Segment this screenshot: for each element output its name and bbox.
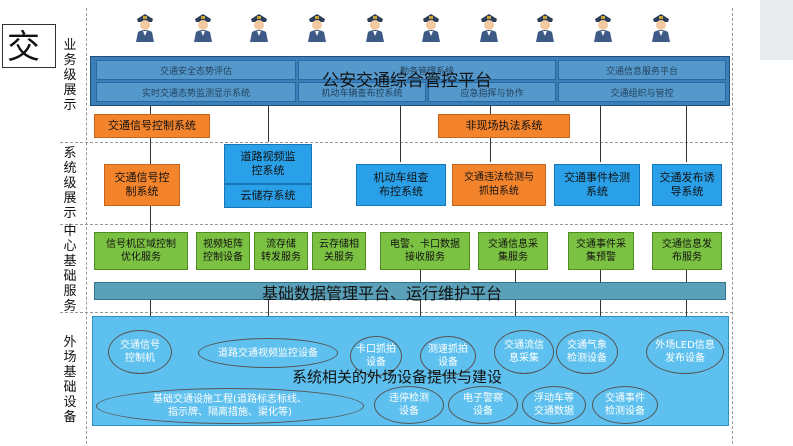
row-divider-3	[60, 312, 733, 313]
field-device: 测速抓拍 设备	[420, 336, 476, 376]
platform-cell: 交通安全态势评估	[96, 60, 296, 80]
row-label-center: 中心基础服务	[63, 224, 77, 314]
police-officer-icon	[248, 10, 270, 42]
field-device: 卡口抓拍 设备	[350, 336, 402, 376]
non-site-enforcement-system: 非现场执法系统	[438, 114, 570, 138]
police-officer-icon	[420, 10, 442, 42]
field-title: 系统相关的外场设备提供与建设	[292, 368, 503, 386]
platform-cell: 应急指挥与协作	[428, 82, 556, 102]
base-platform-bar	[94, 282, 726, 300]
field-device: 电子警察 设备	[448, 386, 518, 424]
police-officer-icon	[478, 10, 500, 42]
connector	[268, 106, 269, 142]
vehicle-check-system: 机动车组查 布控系统	[356, 164, 446, 206]
release-guide-system: 交通发布诱 导系统	[652, 164, 722, 206]
connector	[600, 106, 601, 162]
field-device: 交通流信 息采集	[494, 330, 554, 374]
slide-title: 交	[2, 24, 56, 68]
police-officer-icon	[534, 10, 556, 42]
row-label-field: 外场基础设备	[63, 335, 77, 425]
police-officer-icon	[650, 10, 672, 42]
right-divider	[732, 8, 733, 444]
police-officer-icon	[192, 10, 214, 42]
platform-cell: 交通组织与管控	[558, 82, 726, 102]
field-device: 外场LED信息 发布设备	[646, 330, 724, 374]
field-device: 浮动车等 交通数据	[522, 386, 586, 424]
signal-system-box: 交通信号控 制系统	[104, 164, 180, 206]
connector	[515, 270, 516, 330]
platform-cell: 实时交通态势监测显示系统	[96, 82, 296, 102]
cloud-storage-system: 云储存系统	[224, 184, 312, 208]
field-device: 违停检测 设备	[374, 386, 444, 424]
platform-title: 公安交通综合管控平台	[322, 71, 492, 91]
violation-capture-system: 交通违法检测与 抓拍系统	[452, 164, 546, 206]
connector	[420, 270, 421, 330]
connector	[686, 106, 687, 162]
center-service: 交通信息发 布服务	[652, 232, 722, 270]
center-service: 云存储相 关服务	[312, 232, 366, 270]
row-divider-2	[60, 224, 733, 225]
field-device: 交通信号 控制机	[108, 330, 172, 374]
row-label-system: 系统级展示	[63, 145, 77, 221]
base-platform-title: 基础数据管理平台、运行维护平台	[262, 284, 503, 303]
signal-control-system: 交通信号控制系统	[94, 114, 210, 138]
connector	[400, 106, 401, 162]
row-divider-1	[60, 142, 733, 143]
connector	[600, 270, 601, 330]
center-service: 视频矩阵 控制设备	[196, 232, 250, 270]
background-strip	[760, 0, 793, 60]
police-officer-icon	[134, 10, 156, 42]
platform-cell: 交通信息服务平台	[558, 60, 726, 80]
center-service: 流存储 转发服务	[254, 232, 308, 270]
field-device: 交通事件 检测设备	[592, 386, 658, 424]
center-service: 信号机区域控制 优化服务	[94, 232, 188, 270]
center-service: 交通信息采 集服务	[478, 232, 548, 270]
police-officer-icon	[306, 10, 328, 42]
platform-cell: 勤务管理系统	[298, 60, 556, 80]
center-service: 交通事件采 集预警	[568, 232, 634, 270]
police-officer-icon	[592, 10, 614, 42]
event-detection-system: 交通事件检测 系统	[554, 164, 640, 206]
left-divider	[86, 8, 87, 444]
police-officer-icon	[364, 10, 386, 42]
field-device: 基础交通设施工程(道路标志标线、 指示牌、隔离措施、渠化等)	[96, 388, 364, 424]
connector	[686, 270, 687, 330]
platform-cell: 机动车辆查布控系统	[298, 82, 426, 102]
field-device: 道路交通视频监控设备	[198, 338, 338, 368]
row-label-business: 业务级展示	[63, 37, 77, 113]
center-service: 电警、卡口数据 接收服务	[380, 232, 470, 270]
video-monitor-system: 道路视频监 控系统	[224, 144, 312, 184]
field-device: 交通气象 检测设备	[556, 330, 618, 374]
